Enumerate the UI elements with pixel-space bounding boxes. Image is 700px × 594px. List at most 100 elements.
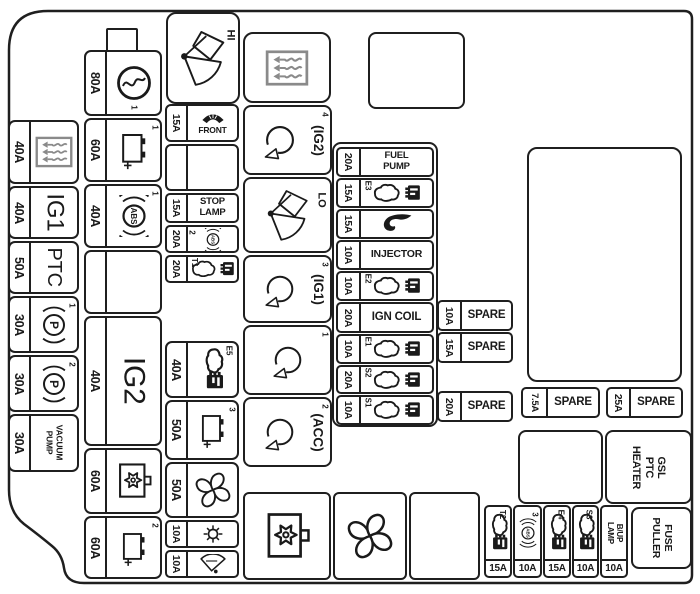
fuse-10a-engine-s3-index-label: S3: [584, 509, 594, 520]
p-brake-icon: P: [34, 365, 74, 403]
amp-rating-text: 50A: [12, 256, 27, 279]
amp-rating: 25A: [608, 389, 631, 416]
fuse-10a-wiper: 10A: [165, 550, 239, 578]
engine-ecu-v-icon: [546, 512, 569, 554]
empty-box-bottom-right-body: [520, 432, 601, 502]
amp-rating: 15A: [545, 559, 569, 576]
fuse-15a-horn: 15A: [336, 209, 434, 239]
amp-rating: 20A: [167, 227, 188, 251]
amp-rating-text: 10A: [342, 245, 355, 265]
fuse-slot-empty-1-body: [107, 252, 160, 312]
fuse-20a-engine-t1-index-label: T1: [190, 257, 200, 268]
empty-box-bottom-body: [411, 494, 478, 578]
engine-ecu-h-icon: [372, 369, 422, 391]
amp-rating: 50A: [167, 464, 188, 516]
fuse-80a-alternator: 80A 1: [84, 50, 162, 116]
relay-blower-hi-body: HI: [168, 14, 238, 102]
amp-rating-text: 30A: [12, 313, 27, 336]
relay-ig2: (IG2)4: [243, 105, 332, 175]
amp-rating-text: 20A: [170, 259, 183, 279]
fuse-25a-spare-label: SPARE: [637, 396, 675, 409]
fuse-50a-battery-3: 50A 3: [165, 400, 239, 460]
amp-rating-text: 40A: [12, 201, 27, 224]
amp-rating-text: 20A: [342, 308, 355, 327]
amp-rating: 50A: [167, 402, 188, 458]
relay-acc: (ACC)2: [243, 397, 332, 467]
abs-icon: ABS: [111, 195, 157, 237]
amp-rating-text: 30A: [12, 431, 27, 455]
fuse-20a-abs-2-index-label: 2: [187, 230, 197, 235]
fuse-40a-abs-1-index-label: 1: [150, 191, 160, 196]
amp-rating-text: 15A: [342, 214, 355, 234]
fuse-10a-engine-e1-body: E1: [361, 336, 432, 362]
amp-rating: 30A: [10, 416, 31, 470]
relay-blower-lo: LO: [243, 177, 332, 253]
amp-rating-text: 7.5A: [529, 393, 540, 412]
relay-acc-body: (ACC)2: [245, 399, 330, 465]
amp-rating-text: 20A: [342, 152, 355, 172]
engine-ecu-h-icon: [190, 259, 236, 279]
fuse-7-5a-spare-body: SPARE: [548, 389, 598, 416]
fuse-20a-ign-coil-body: IGN COIL: [361, 304, 432, 331]
fuse-10a-wiper-body: [188, 552, 237, 576]
amp-rating: 20A: [167, 257, 188, 281]
amp-rating: 10A: [515, 559, 540, 576]
fuse-80a-alternator-index-label: 1: [129, 105, 138, 110]
defroster-icon: [34, 135, 74, 169]
amp-rating: 20A: [338, 367, 361, 392]
fuse-40a-ig2-body: IG2: [107, 318, 160, 444]
relay-starter-box-body: [245, 494, 329, 578]
battery-icon: [199, 411, 227, 449]
horn-icon: [380, 213, 414, 235]
fuse-20a-spare-body: SPARE: [462, 393, 511, 420]
amp-rating: 10A: [574, 559, 597, 576]
relay-ig1-index-label: 3: [320, 262, 330, 267]
relay-icon: [259, 269, 300, 309]
fuse-10a-illumination-body: [188, 522, 237, 546]
amp-rating-text: 50A: [169, 478, 184, 502]
amp-rating: 15A: [167, 195, 188, 221]
amp-rating: 20A: [439, 393, 462, 420]
fuse-10a-engine-s1-body: S1: [361, 397, 432, 423]
amp-rating-text: 15A: [489, 563, 507, 574]
amp-rating: 40A: [10, 188, 31, 237]
starter-icon: [261, 508, 313, 564]
fuse-40a-ig1-body: IG1: [31, 188, 77, 237]
fuse-10a-engine-e2-index-label: E2: [363, 273, 373, 284]
fuse-40a-ig2-label: IG2: [117, 357, 151, 405]
engine-ecu-h-icon: [372, 338, 422, 360]
amp-rating: 10A: [338, 397, 361, 423]
amp-rating: 60A: [86, 120, 107, 180]
amp-rating: 10A: [602, 559, 626, 576]
fuse-10a-spare-label: SPARE: [467, 309, 506, 322]
fuse-30a-parking-brake-1-index-label: 1: [67, 303, 77, 308]
amp-rating: 10A: [338, 242, 361, 268]
amp-rating-text: 10A: [443, 306, 456, 325]
amp-rating-text: 15A: [170, 113, 183, 133]
amp-rating-text: 20A: [342, 370, 355, 389]
fuse-7-5a-spare: 7.5A SPARE: [521, 387, 600, 418]
amp-rating: 10A: [439, 302, 462, 329]
p-brake-icon: P: [34, 306, 74, 344]
amp-rating-text: 80A: [88, 71, 103, 95]
fan-blade-icon: [264, 186, 312, 244]
fuse-20a-engine-t1-body: T1: [188, 257, 237, 281]
fuse-50a-battery-3-index-label: 3: [227, 407, 237, 412]
amp-rating: 30A: [10, 298, 31, 351]
fuse-50a-battery-3-body: 3: [188, 402, 237, 458]
fuse-10a-injector-label: INJECTOR: [370, 248, 423, 261]
